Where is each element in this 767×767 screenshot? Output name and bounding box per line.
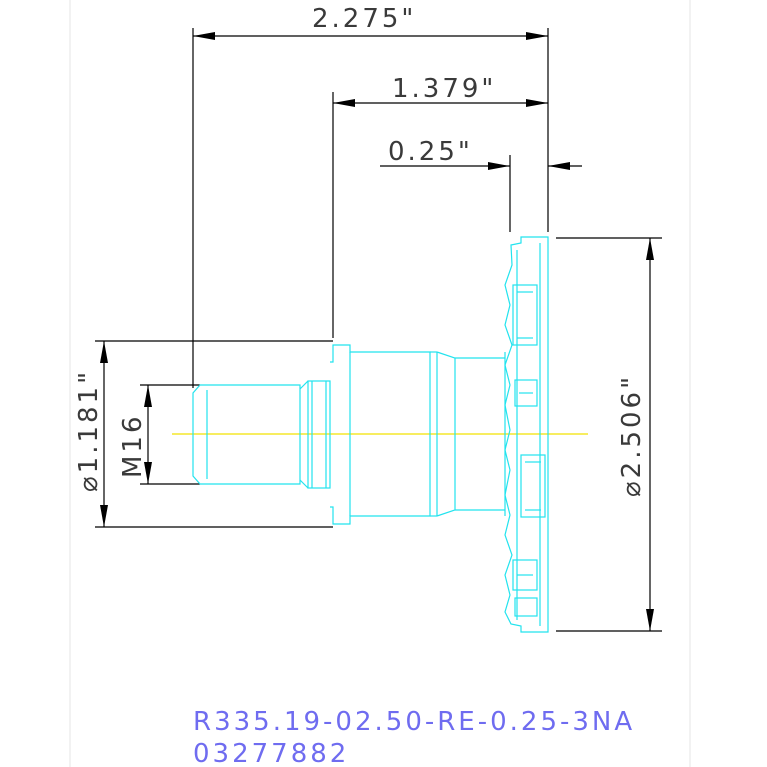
- overall-length-dimension: 2.275": [192, 4, 549, 388]
- body-length-label: 1.379": [392, 74, 496, 104]
- cutter-diameter-dimension: ⌀2.506": [556, 237, 662, 632]
- cutter-body-outline: [192, 236, 549, 633]
- thread-label: M16: [118, 413, 148, 478]
- cutter-disk: [504, 236, 549, 633]
- shank-collar: [330, 344, 431, 525]
- cutter-width-dimension: 0.25": [380, 137, 582, 232]
- insert-top: [512, 284, 538, 346]
- thread-dimension: M16: [118, 384, 200, 485]
- shank-diameter-label: ⌀1.181": [74, 369, 104, 492]
- insert-upper-mid: [514, 379, 538, 407]
- cutter-diameter-label: ⌀2.506": [617, 374, 647, 497]
- insert-bottom: [514, 597, 538, 617]
- cutter-width-label: 0.25": [388, 137, 473, 167]
- insert-middle: [520, 454, 546, 518]
- shank-diameter-dimension: ⌀1.181": [74, 340, 333, 528]
- overall-length-label: 2.275": [312, 4, 416, 34]
- threaded-shank: [192, 384, 301, 485]
- item-number: 03277882: [193, 739, 349, 767]
- part-designation: R335.19-02.50-RE-0.25-3NA: [193, 707, 635, 737]
- insert-lower: [512, 559, 538, 591]
- body-length-dimension: 1.379": [332, 74, 548, 338]
